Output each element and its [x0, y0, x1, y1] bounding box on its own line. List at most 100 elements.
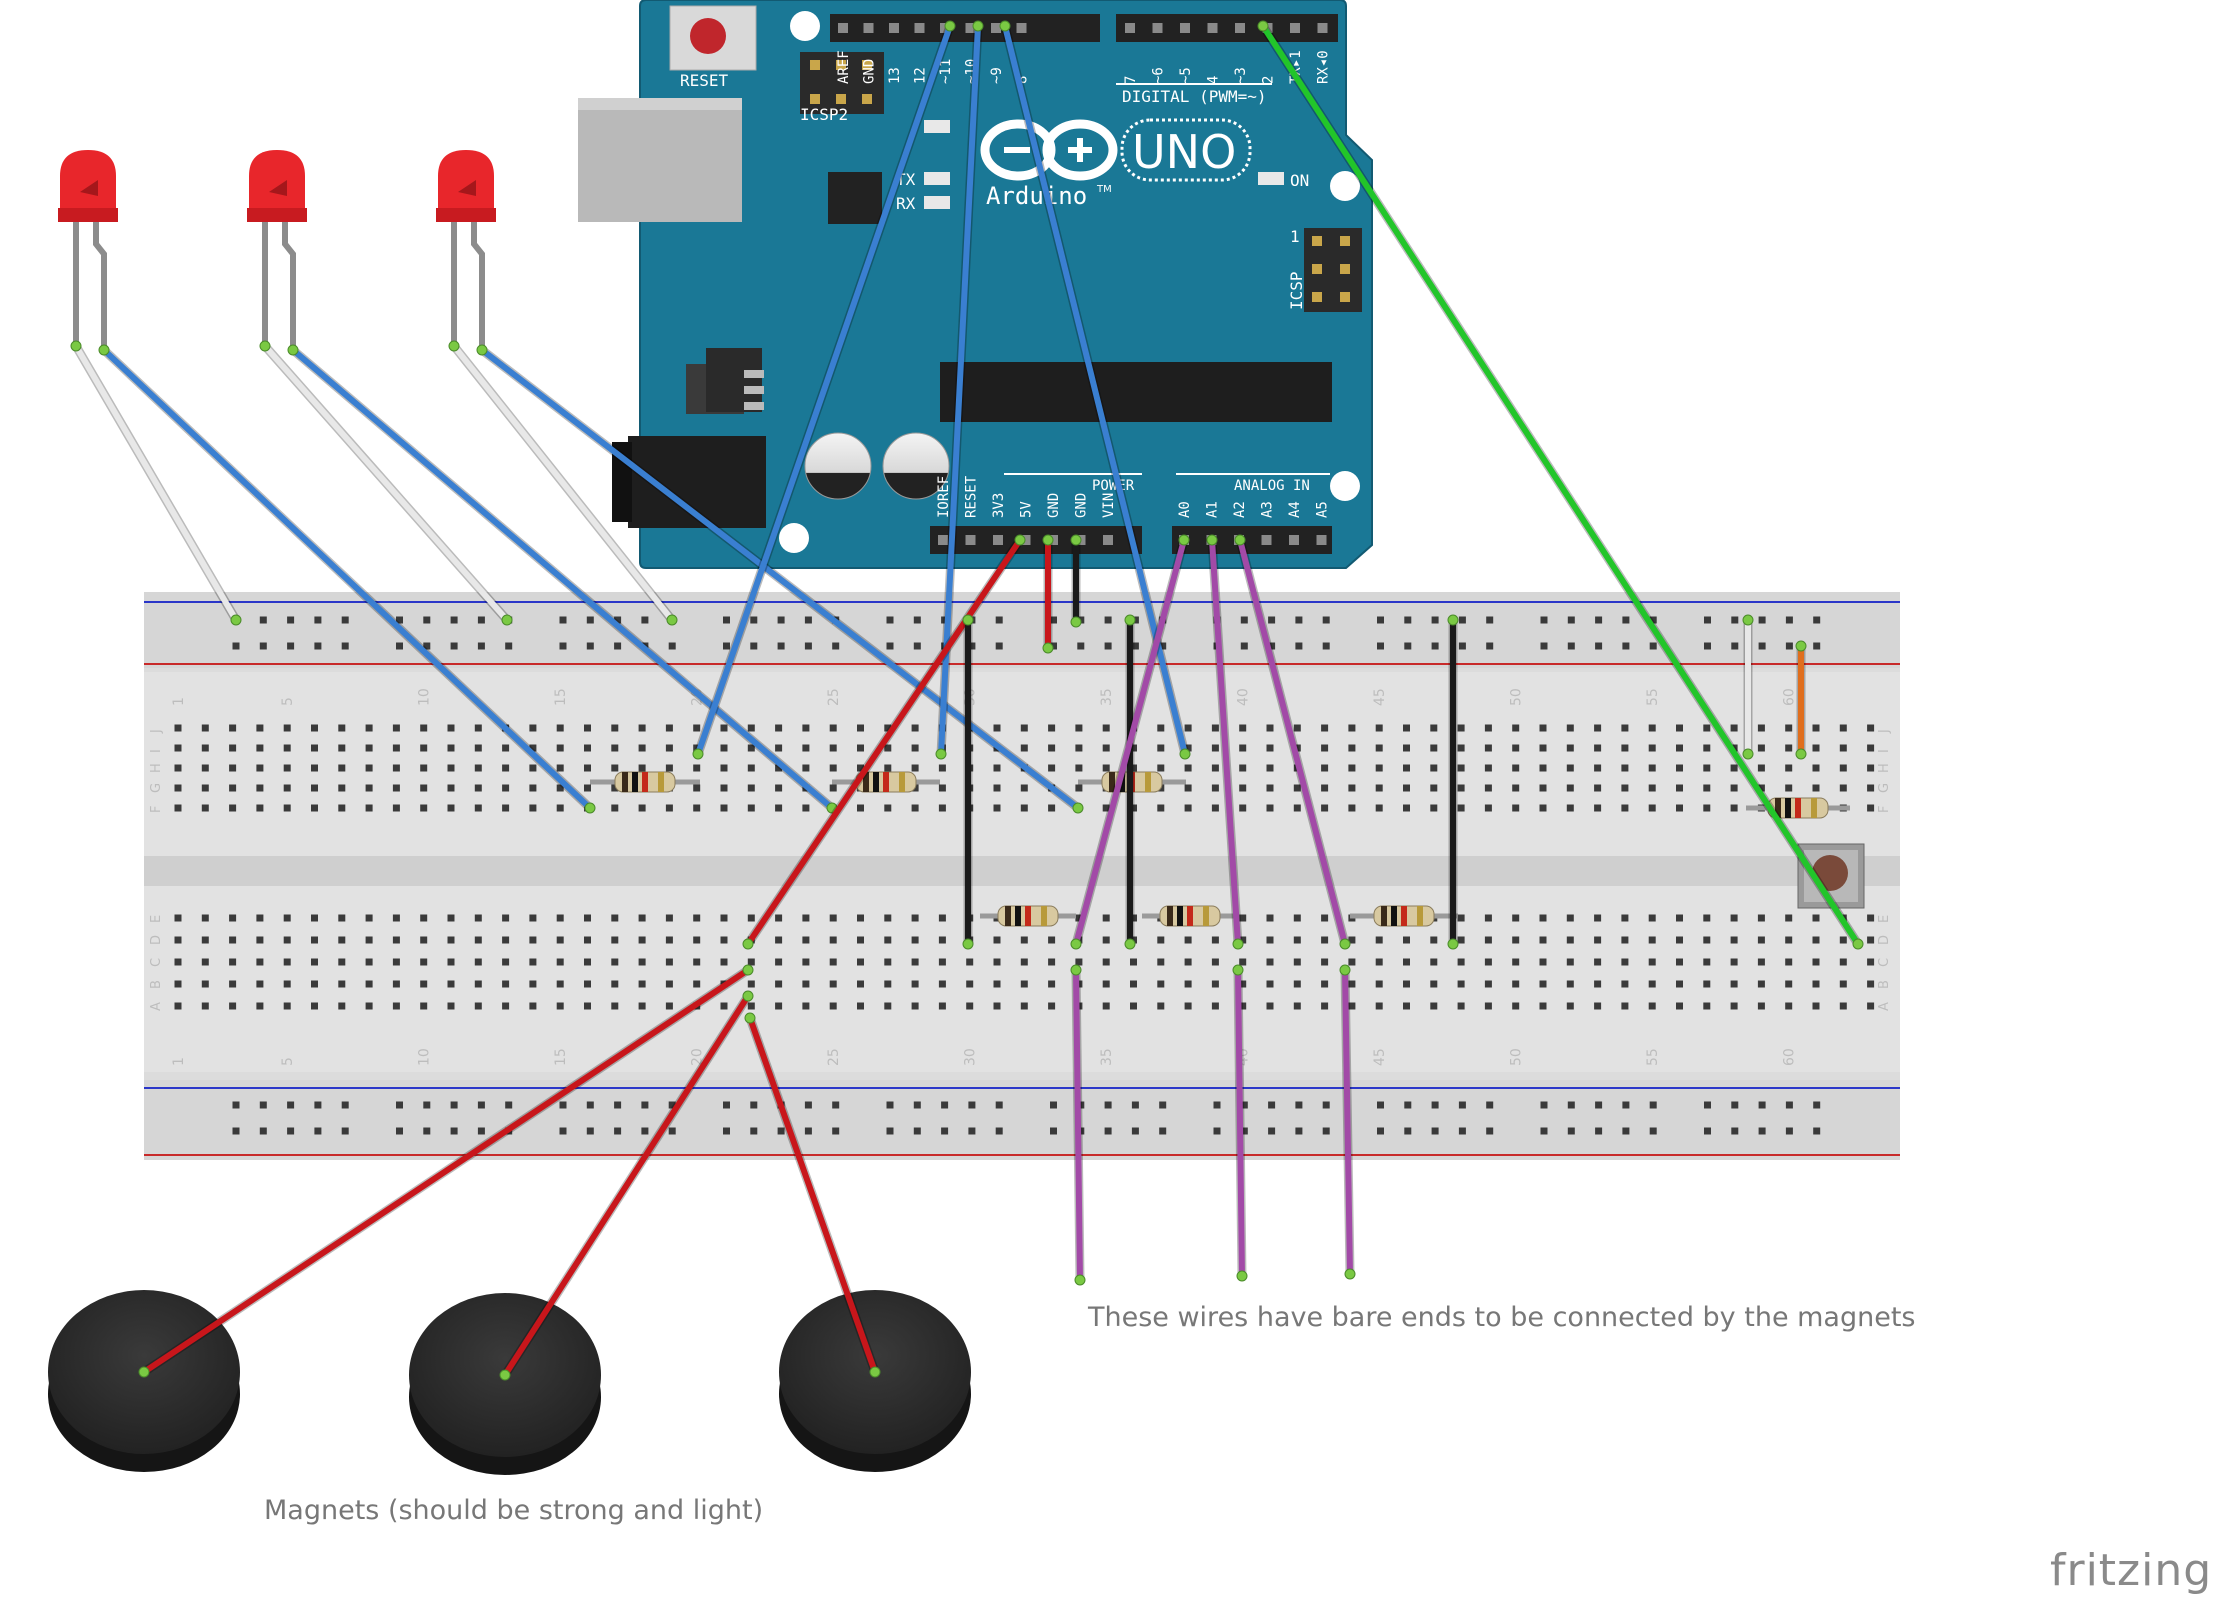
- breadboard-hole: [1839, 936, 1847, 944]
- rail-hole: [777, 1127, 785, 1135]
- breadboard-hole: [1457, 914, 1465, 922]
- capacitor: [882, 432, 950, 500]
- breadboard-hole: [911, 980, 919, 988]
- breadboard-hole: [665, 804, 673, 812]
- rail-hole: [1240, 1101, 1248, 1109]
- breadboard-hole: [829, 980, 837, 988]
- breadboard-hole: [1403, 744, 1410, 752]
- breadboard-hole: [502, 804, 510, 812]
- digital-header-right: [1116, 14, 1338, 42]
- digital-pin-label: ~5: [1178, 67, 1194, 84]
- breadboard-hole: [802, 1002, 810, 1010]
- resistor-band: [1025, 906, 1031, 926]
- breadboard-hole: [1375, 724, 1383, 732]
- rail-hole: [1404, 1127, 1412, 1135]
- breadboard-hole: [1621, 1002, 1629, 1010]
- resistor-band: [1785, 798, 1791, 818]
- breadboard-hole: [665, 936, 673, 944]
- breadboard-hole: [1457, 724, 1465, 732]
- breadboard-hole: [1676, 914, 1683, 922]
- rail-hole: [586, 642, 594, 650]
- rail-hole: [287, 616, 295, 624]
- breadboard-hole: [1785, 764, 1793, 772]
- breadboard-hole: [529, 804, 537, 812]
- row-letter: I: [149, 749, 164, 753]
- breadboard-hole: [884, 724, 892, 732]
- rail-hole: [259, 1101, 267, 1109]
- breadboard-hole: [775, 724, 783, 732]
- led-body: [249, 150, 305, 222]
- analog-pin-label: A3: [1260, 501, 1276, 518]
- breadboard-hole: [1211, 744, 1219, 752]
- breadboard-hole: [1239, 784, 1247, 792]
- breadboard-hole: [884, 980, 892, 988]
- column-number: 45: [1372, 688, 1388, 706]
- breadboard-hole: [1703, 804, 1711, 812]
- breadboard-hole: [1020, 744, 1028, 752]
- breadboard-hole: [1239, 804, 1247, 812]
- rail-hole: [941, 616, 949, 624]
- rail-hole: [668, 1127, 676, 1135]
- breadboard-hole: [447, 936, 455, 944]
- breadboard-hole: [1566, 764, 1574, 772]
- breadboard-hole: [1430, 958, 1438, 966]
- rail-hole: [1704, 616, 1711, 624]
- breadboard-hole: [857, 764, 864, 772]
- breadboard-hole: [1484, 764, 1492, 772]
- rail-hole: [477, 616, 485, 624]
- breadboard-hole: [1403, 1002, 1410, 1010]
- power-label: POWER: [1092, 478, 1135, 494]
- breadboard-hole: [1785, 958, 1793, 966]
- breadboard-hole: [1812, 980, 1820, 988]
- rail-hole: [1050, 642, 1057, 650]
- breadboard-hole: [1703, 764, 1711, 772]
- breadboard-hole: [1484, 1002, 1492, 1010]
- breadboard-hole: [283, 914, 291, 922]
- row-letter: A: [1877, 1002, 1892, 1011]
- breadboard-hole: [1539, 764, 1547, 772]
- breadboard-hole: [1648, 958, 1656, 966]
- breadboard-hole: [1648, 1002, 1656, 1010]
- column-number: 55: [1645, 1048, 1661, 1066]
- rail-hole: [477, 1101, 485, 1109]
- breadboard-hole: [1594, 980, 1602, 988]
- breadboard-hole: [1075, 784, 1083, 792]
- rail-hole: [559, 1101, 567, 1109]
- breadboard-hole: [1020, 1002, 1028, 1010]
- breadboard-hole: [1512, 744, 1520, 752]
- header-pin: [938, 535, 948, 545]
- breadboard-hole: [1757, 724, 1765, 732]
- wire-end: [448, 340, 460, 352]
- digital-pin-label: AREF: [836, 50, 852, 84]
- breadboard-hole: [802, 764, 810, 772]
- wire-end: [287, 344, 299, 356]
- breadboard-hole: [283, 724, 291, 732]
- breadboard-hole: [1676, 980, 1683, 988]
- usb-port: [578, 98, 742, 222]
- breadboard-hole: [201, 784, 209, 792]
- breadboard-hole: [529, 784, 537, 792]
- rail-hole: [1240, 1127, 1248, 1135]
- breadboard-hole: [1184, 744, 1192, 752]
- red-wire: [747, 1015, 878, 1375]
- breadboard-hole: [1594, 804, 1602, 812]
- rail-hole: [1813, 616, 1821, 624]
- wire-end: [1795, 640, 1807, 652]
- breadboard-hole: [1157, 980, 1165, 988]
- breadboard-hole: [1539, 804, 1547, 812]
- breadboard-hole: [720, 804, 728, 812]
- breadboard-hole: [1211, 936, 1219, 944]
- breadboard-hole: [392, 980, 400, 988]
- breadboard-hole: [802, 980, 810, 988]
- rail-hole: [1540, 642, 1548, 650]
- breadboard-hole: [1648, 784, 1656, 792]
- rail-hole: [1704, 642, 1711, 650]
- purple-wire: [1237, 537, 1348, 947]
- breadboard-hole: [911, 958, 919, 966]
- blue-wire: [290, 347, 835, 811]
- rail-hole: [1704, 1127, 1711, 1135]
- breadboard-hole: [1566, 936, 1574, 944]
- breadboard-hole: [993, 724, 1001, 732]
- breadboard-hole: [1321, 784, 1329, 792]
- breadboard-hole: [1184, 724, 1192, 732]
